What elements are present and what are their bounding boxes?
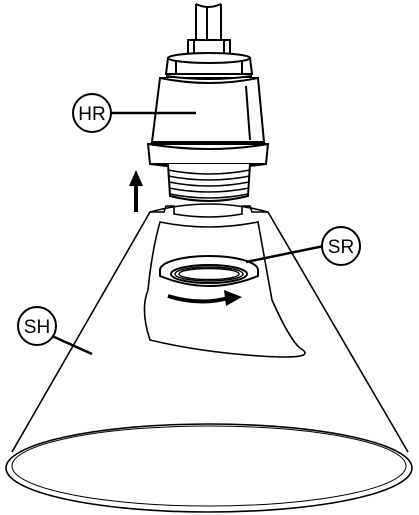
callout-sr: SR — [245, 226, 361, 266]
holder-ring — [146, 52, 270, 202]
callout-hr: HR — [72, 93, 196, 133]
rotate-arrow-icon — [167, 290, 242, 306]
callout-sh: SH — [17, 306, 93, 356]
arrow-up-icon — [129, 170, 143, 212]
label-sh: SH — [24, 317, 50, 338]
cable — [187, 3, 231, 57]
label-hr: HR — [78, 104, 105, 125]
shade-ring — [159, 255, 259, 287]
label-sr: SR — [328, 237, 354, 258]
lamp-shade — [5, 203, 413, 513]
